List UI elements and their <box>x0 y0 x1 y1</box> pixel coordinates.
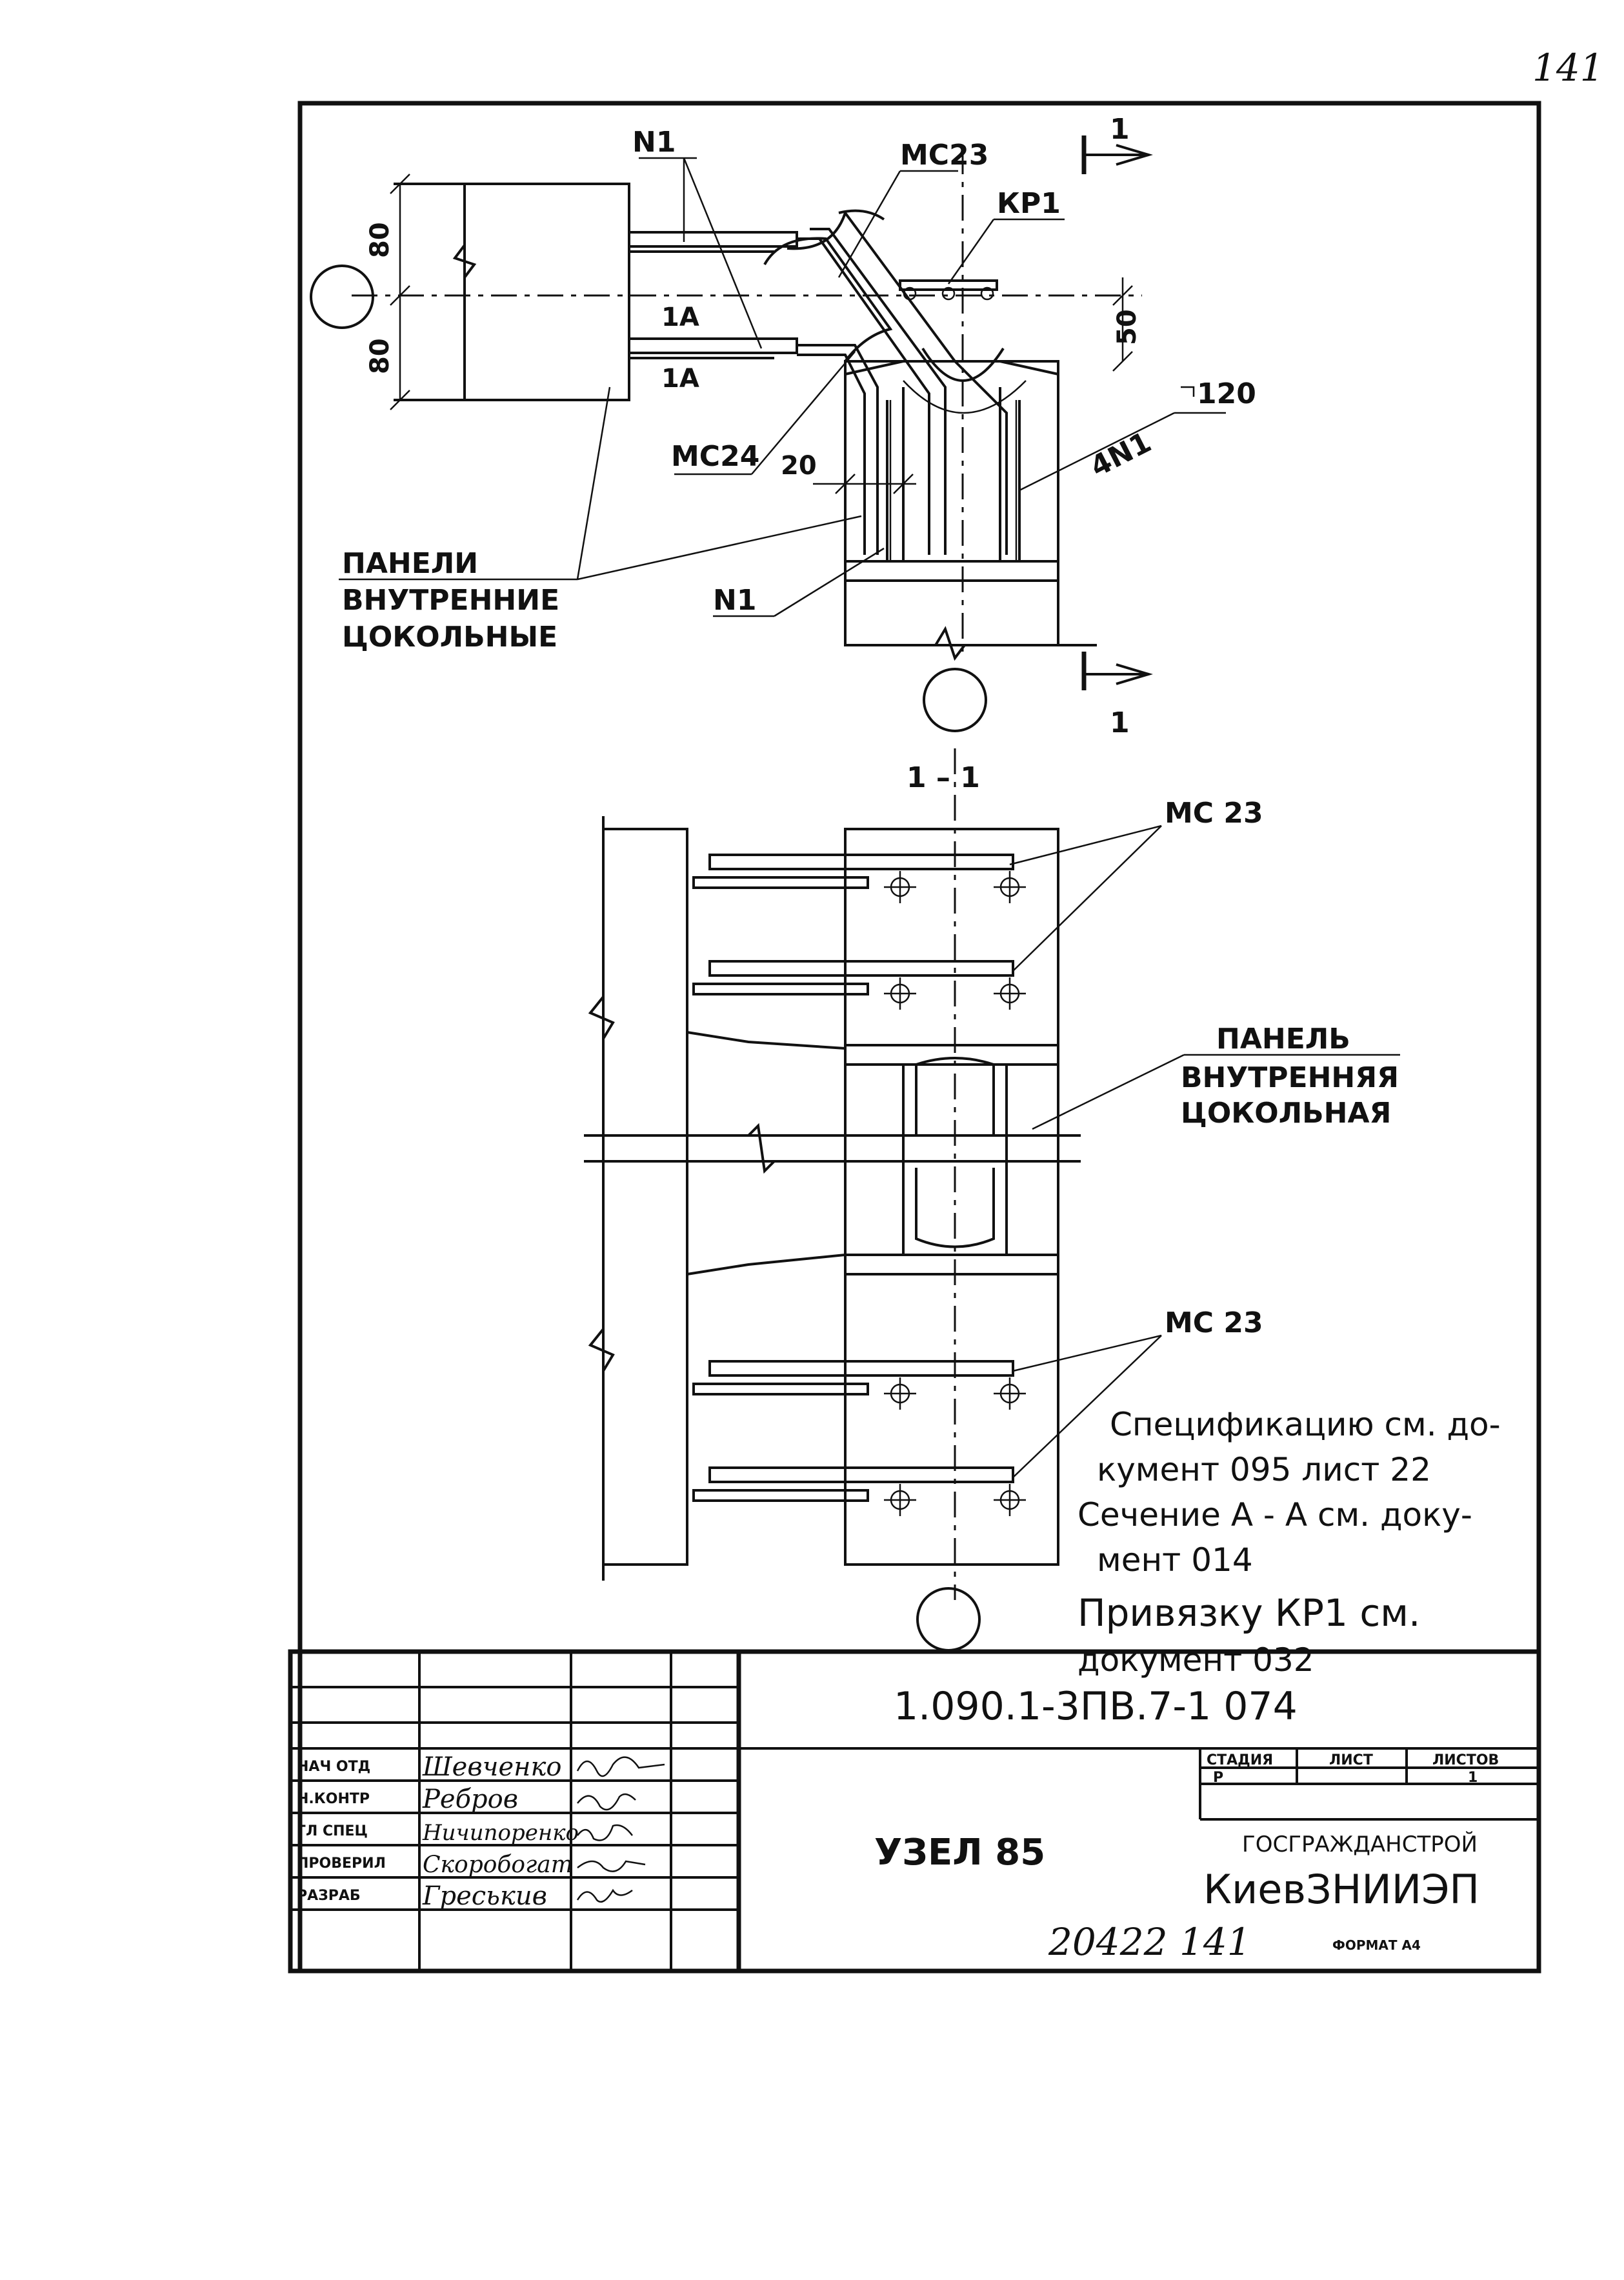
panel-label-line3: ЦОКОЛЬНАЯ <box>1181 1097 1391 1130</box>
panels-label-line3: ЦОКОЛЬНЫЕ <box>342 621 557 654</box>
panels-label-line1: ПАНЕЛИ <box>342 547 478 580</box>
tb-name-4: Скоробогат <box>423 1852 573 1878</box>
note-line-6: документ 032 <box>1078 1641 1314 1679</box>
label-mc23-section-bottom: МС 23 <box>1165 1306 1263 1339</box>
axis-bubble-section <box>916 1587 981 1652</box>
tb-sheets-header: ЛИСТОВ <box>1432 1752 1499 1768</box>
signatures <box>576 1756 665 1903</box>
tb-name-2: Ребров <box>422 1785 518 1814</box>
tb-name-3: Ничипоренко <box>422 1820 579 1846</box>
footer-archive-number: 20422 141 <box>1048 1920 1251 1964</box>
left-panel-section <box>602 828 688 1566</box>
column-lower <box>844 1254 1059 1566</box>
dim-120: 120 <box>1197 377 1256 410</box>
section-mark-bottom: 1 <box>1110 706 1130 739</box>
anchor-crosses <box>884 871 1026 1516</box>
note-line-3: Сечение А - А см. доку- <box>1078 1496 1472 1534</box>
title-block: НАЧ ОТД Шевченко Н.КОНТР Ребров ГЛ СПЕЦ … <box>288 1649 1541 1974</box>
axis-bubble-left <box>310 265 374 329</box>
column-base <box>844 560 1059 646</box>
label-mc24: МС24 <box>671 440 759 473</box>
label-mc23-top: МС23 <box>900 139 988 172</box>
axis-bubble-bottom <box>923 668 987 732</box>
note-line-2: кумент 095 лист 22 <box>1097 1451 1431 1488</box>
dim-80-top: 80 <box>365 222 395 258</box>
tb-role-2: Н.КОНТР <box>297 1791 370 1807</box>
kp1-plate <box>899 279 998 291</box>
label-kp1: КР1 <box>997 187 1061 220</box>
tb-doc-code: 1.090.1-3ПВ.7-1 074 <box>894 1684 1298 1729</box>
note-line-5: Привязку КР1 см. <box>1078 1591 1420 1635</box>
tb-sheet-header: ЛИСТ <box>1329 1752 1373 1768</box>
section-1-1: 1 – 1 <box>584 748 1400 1652</box>
tb-org-line1: ГОСГРАЖДАНСТРОЙ <box>1242 1831 1478 1857</box>
tb-sheets-value: 1 <box>1468 1770 1478 1786</box>
tb-stage-value: Р <box>1213 1770 1223 1786</box>
left-panel-outline <box>463 183 630 401</box>
dim-50: 50 <box>1112 309 1142 345</box>
top-view: 80 80 1А 1А <box>310 113 1256 739</box>
dim-80-bottom: 80 <box>365 338 395 374</box>
tb-role-1: НАЧ ОТД <box>297 1759 370 1775</box>
page-number: 141 <box>1532 46 1604 90</box>
tb-role-4: ПРОВЕРИЛ <box>297 1855 386 1872</box>
tb-name-1: Шевченко <box>422 1752 561 1782</box>
tb-title: УЗЕЛ 85 <box>874 1832 1045 1874</box>
notes: Спецификацию см. до- кумент 095 лист 22 … <box>1078 1406 1501 1679</box>
section-title: 1 – 1 <box>907 761 980 794</box>
tb-role-3: ГЛ СПЕЦ <box>297 1823 368 1839</box>
tb-org-line2: КиевЗНИИЭП <box>1203 1866 1479 1913</box>
label-mc23-section-top: МС 23 <box>1165 797 1263 830</box>
tb-stage-header: СТАДИЯ <box>1207 1752 1273 1768</box>
label-n1-bottom: N1 <box>713 584 756 617</box>
note-line-1: Спецификацию см. до- <box>1110 1406 1501 1443</box>
panel-label-line2: ВНУТРЕННЯЯ <box>1181 1061 1399 1094</box>
panels-label-line2: ВНУТРЕННИЕ <box>342 584 559 617</box>
footer-format: ФОРМАТ А4 <box>1332 1937 1421 1953</box>
label-1a-top: 1А <box>661 303 699 332</box>
tb-role-5: РАЗРАБ <box>297 1888 361 1904</box>
label-1a-bottom: 1А <box>661 364 699 394</box>
tb-name-5: Греськив <box>422 1881 547 1911</box>
label-n1-top: N1 <box>632 126 676 159</box>
panel-label-line1: ПАНЕЛЬ <box>1216 1023 1350 1055</box>
column-upper <box>844 828 1059 1066</box>
dim-20: 20 <box>781 451 817 481</box>
note-line-4: мент 014 <box>1097 1541 1253 1579</box>
section-mark-top: 1 <box>1110 113 1130 146</box>
label-4n1: 4N1 <box>1085 426 1157 484</box>
